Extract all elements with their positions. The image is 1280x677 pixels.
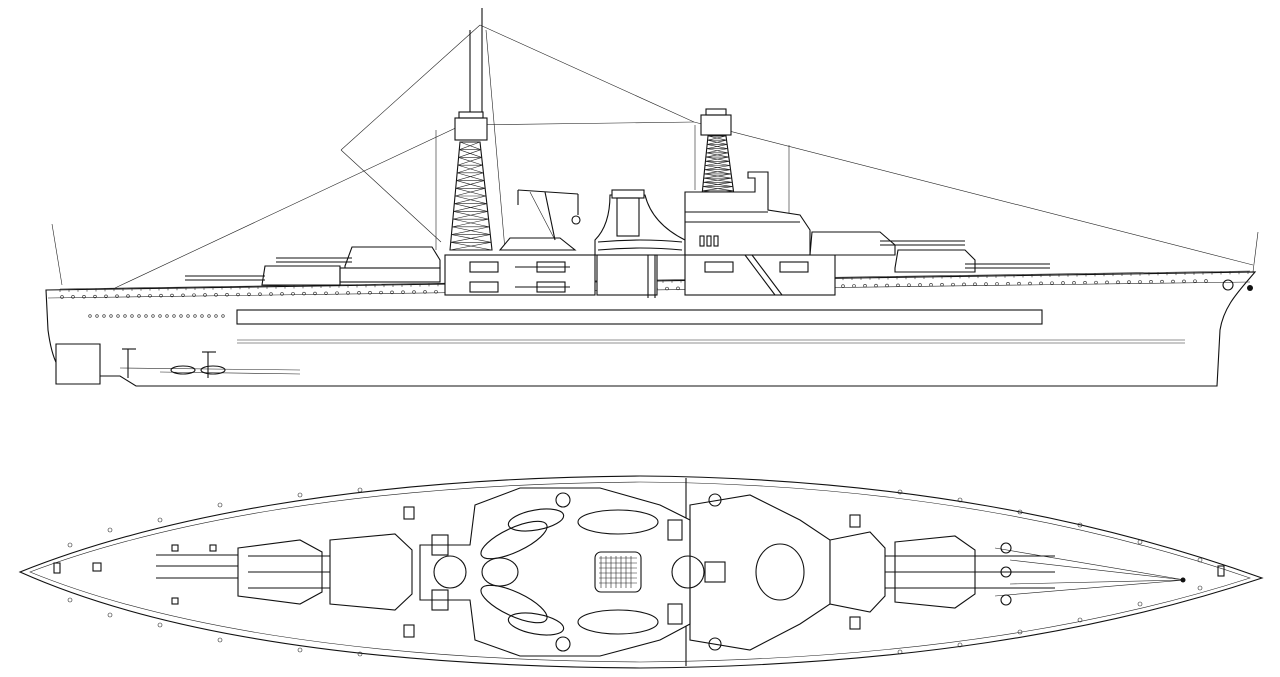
bridge-superstructure — [684, 171, 836, 296]
portholes-lower-row — [88, 314, 225, 318]
rigging — [51, 24, 1259, 289]
mast-platforms — [433, 492, 805, 652]
forward-cage-mast — [700, 108, 735, 196]
forward-turret-upper — [809, 231, 965, 256]
funnel — [594, 189, 686, 298]
profile-view — [45, 8, 1259, 387]
aft-turrets-plan — [156, 533, 413, 611]
aft-superstructure — [444, 237, 596, 296]
funnel-top — [594, 551, 642, 593]
aft-cage-mast — [449, 8, 493, 251]
anchor-gear-plan — [994, 542, 1225, 606]
plan-view — [18, 475, 1264, 669]
aft-turret-upper — [276, 246, 441, 283]
hull-profile — [45, 271, 1257, 387]
ventilator-petals — [480, 508, 659, 636]
forward-turrets-plan — [829, 531, 1055, 613]
deck-bollards — [67, 487, 1203, 657]
secondary-battery-plan — [403, 506, 861, 638]
stern-fittings-plan — [53, 544, 217, 605]
boat-crane — [517, 189, 581, 241]
forward-turret-lower — [894, 249, 1050, 273]
aft-turret-lower — [185, 265, 341, 286]
